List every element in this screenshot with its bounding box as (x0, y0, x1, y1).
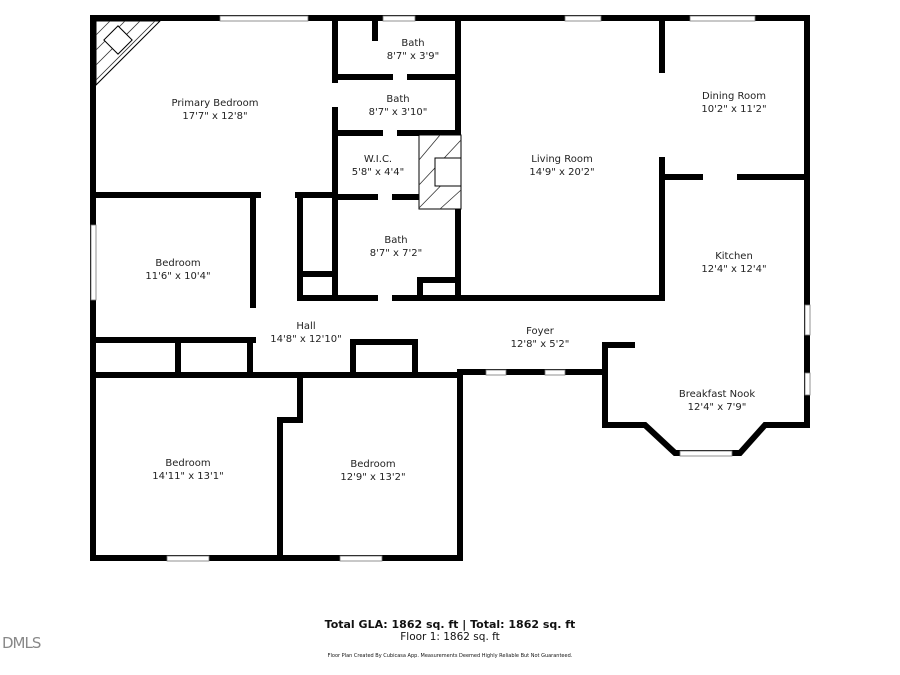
room-name: Primary Bedroom (171, 98, 258, 109)
floor-area: Floor 1: 1862 sq. ft (400, 631, 500, 643)
walls (90, 15, 810, 561)
room-size: 8'7" x 3'10" (369, 107, 428, 118)
room-name: Bath (401, 38, 424, 49)
room-name: Bath (384, 235, 407, 246)
room-size: 12'8" x 5'2" (511, 339, 570, 350)
logo: DMLS (2, 634, 41, 652)
room-name: Hall (296, 321, 315, 332)
room-labels: Primary Bedroom 17'7" x 12'8" Bath 8'7" … (145, 38, 766, 483)
room-size: 8'7" x 7'2" (370, 248, 422, 259)
room-size: 14'8" x 12'10" (270, 334, 342, 345)
room-size: 11'6" x 10'4" (145, 271, 210, 282)
room-name: Living Room (531, 154, 592, 165)
room-name: Bedroom (155, 258, 200, 269)
windows (90, 15, 811, 562)
disclaimer: Floor Plan Created By Cubicasa App. Meas… (327, 653, 573, 659)
total-area: Total GLA: 1862 sq. ft | Total: 1862 sq.… (324, 618, 576, 631)
room-size: 5'8" x 4'4" (352, 167, 404, 178)
room-size: 12'4" x 7'9" (688, 402, 747, 413)
room-size: 14'9" x 20'2" (529, 167, 594, 178)
room-name: Bath (386, 94, 409, 105)
room-size: 12'4" x 12'4" (701, 264, 766, 275)
room-name: Breakfast Nook (679, 389, 755, 400)
room-name: Foyer (526, 326, 555, 337)
room-size: 8'7" x 3'9" (387, 51, 439, 62)
room-size: 14'11" x 13'1" (152, 471, 224, 482)
room-size: 17'7" x 12'8" (182, 111, 247, 122)
room-name: Kitchen (715, 251, 753, 262)
room-name: Dining Room (702, 91, 766, 102)
room-size: 10'2" x 11'2" (701, 104, 766, 115)
room-size: 12'9" x 13'2" (340, 472, 405, 483)
room-name: Bedroom (165, 458, 210, 469)
room-name: W.I.C. (364, 154, 392, 165)
fireplaces (95, 20, 462, 210)
room-name: Bedroom (350, 459, 395, 470)
